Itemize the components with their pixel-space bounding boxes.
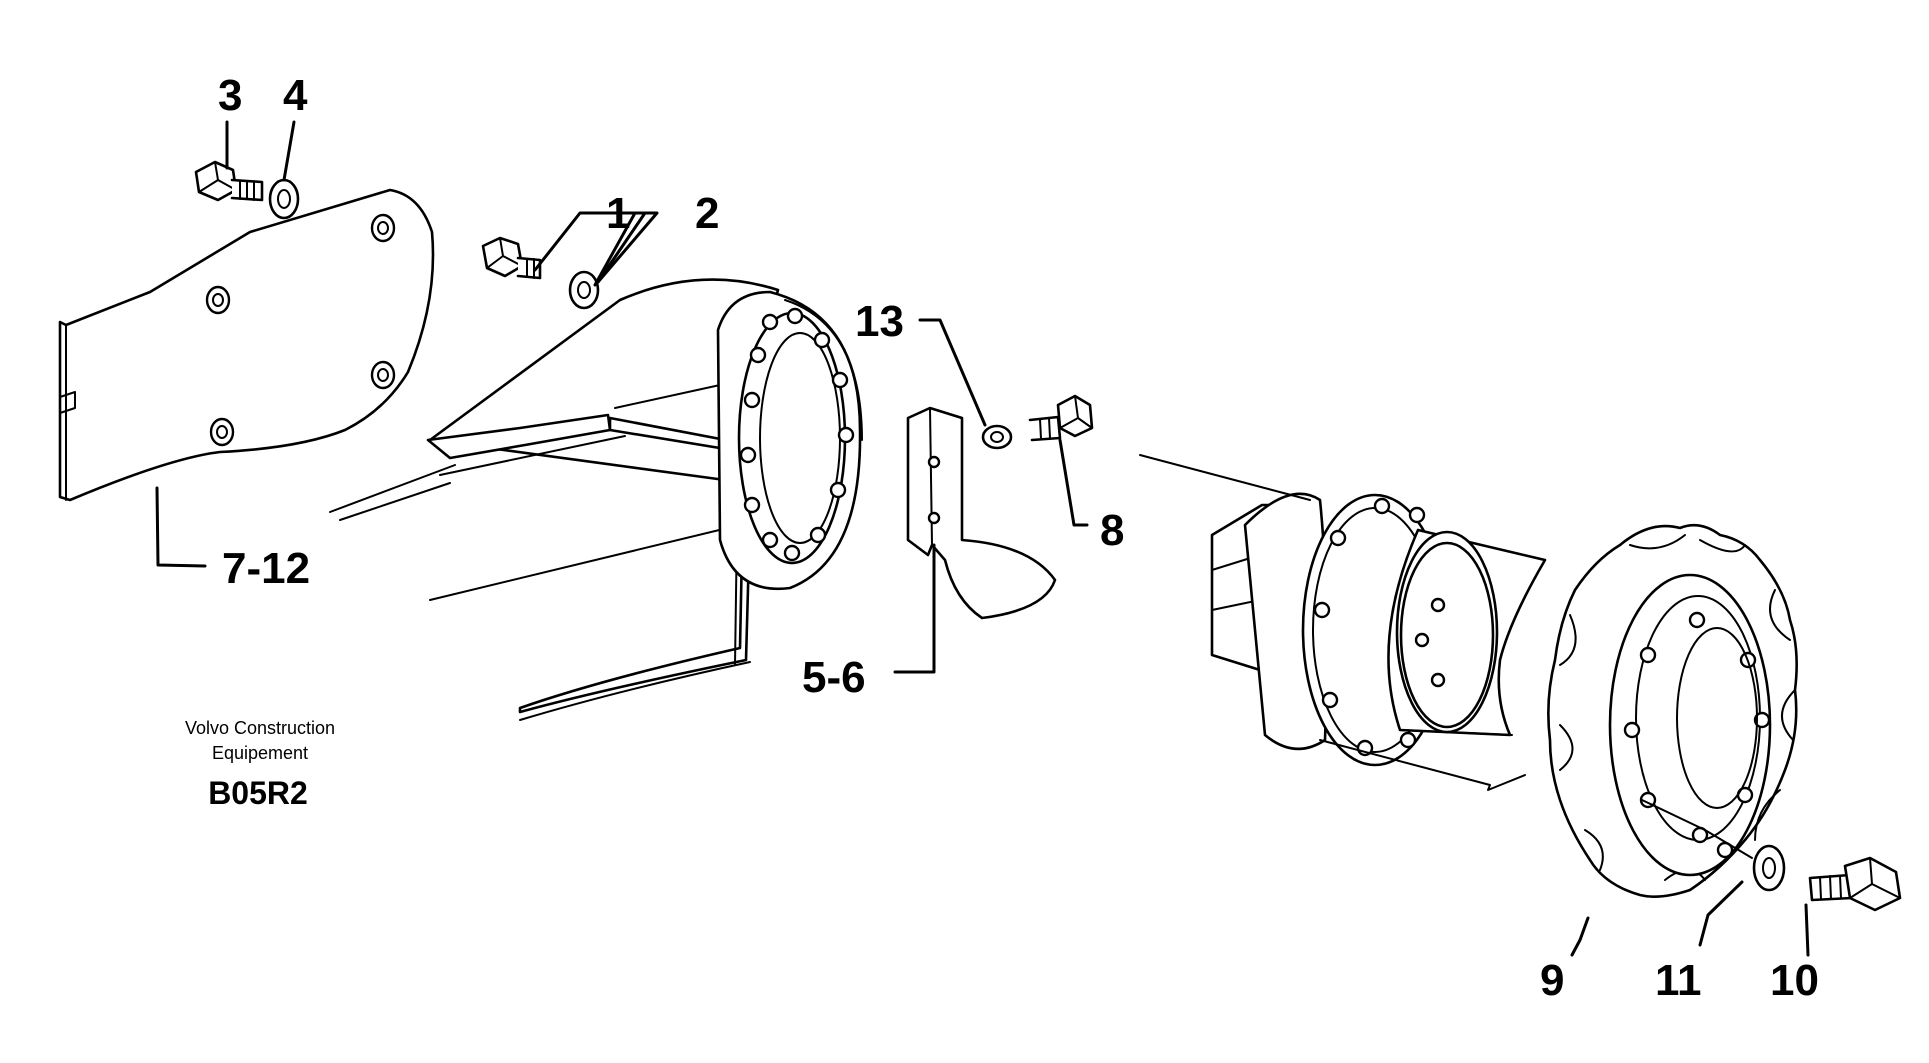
bolt-10: [1808, 856, 1902, 912]
washer-11: [1752, 844, 1786, 892]
leader-lines: [155, 120, 1810, 957]
publisher-block: Volvo Construction Equipement B05R2: [185, 718, 335, 811]
callout-4: 4: [283, 71, 308, 120]
final-drive-motor: [1210, 492, 1547, 767]
washer-4: [268, 178, 300, 220]
bolt-1: [481, 236, 542, 280]
washer-13: [981, 424, 1013, 450]
track-frame: [339, 278, 863, 721]
callout-9: 9: [1540, 956, 1564, 1005]
figure-code: B05R2: [208, 775, 308, 811]
callout-3: 3: [218, 71, 242, 120]
callout-7-12: 7-12: [222, 544, 310, 593]
callout-11: 11: [1655, 956, 1702, 1005]
bracket-5-6: [906, 406, 1057, 620]
callout-8: 8: [1100, 506, 1124, 555]
washer-2: [568, 270, 600, 310]
bolt-3: [194, 160, 264, 202]
callouts: 3 4 1 2 13 8 7-12 5-6 9 11 10: [218, 71, 1819, 1005]
assembly-lines: [329, 454, 1753, 859]
callout-1: 1: [606, 189, 630, 238]
publisher-name: Volvo Construction: [185, 718, 335, 738]
bolt-8: [1028, 394, 1094, 442]
callout-5-6: 5-6: [802, 653, 866, 702]
publisher-name-line2: Equipement: [212, 743, 308, 763]
cover-plate: [58, 188, 435, 502]
callout-10: 10: [1770, 956, 1819, 1005]
callout-13: 13: [855, 297, 904, 346]
sprocket: [1547, 523, 1798, 898]
callout-2: 2: [695, 189, 719, 238]
